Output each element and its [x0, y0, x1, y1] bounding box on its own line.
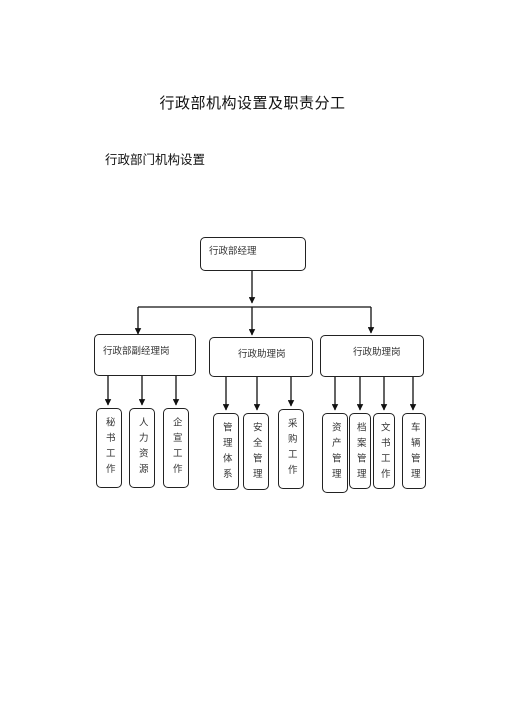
node-duty-label: 管理体系	[220, 422, 232, 484]
node-duty: 安全管理	[243, 413, 269, 490]
node-manager-1-label: 行政部副经理岗	[103, 346, 170, 357]
node-duty-label: 人力资源	[136, 417, 148, 479]
section-heading: 行政部门机构设置	[105, 152, 206, 167]
node-duty: 企宣工作	[163, 408, 189, 488]
node-manager-3: 行政助理岗	[320, 335, 424, 377]
node-duty: 管理体系	[213, 413, 239, 490]
node-manager-2: 行政助理岗	[209, 337, 313, 377]
node-duty-label: 资产管理	[329, 422, 341, 484]
node-duty: 文书工作	[373, 413, 395, 489]
node-duty-label: 企宣工作	[170, 417, 182, 479]
node-duty-label: 车辆管理	[408, 422, 420, 484]
node-manager-3-label: 行政助理岗	[353, 347, 401, 358]
node-manager-2-label: 行政助理岗	[238, 349, 286, 360]
node-root: 行政部经理	[200, 237, 306, 271]
node-duty: 档案管理	[349, 413, 371, 489]
node-duty: 人力资源	[129, 408, 155, 488]
node-duty: 资产管理	[322, 413, 348, 493]
page-title: 行政部机构设置及职责分工	[159, 94, 346, 112]
node-manager-1: 行政部副经理岗	[94, 334, 196, 376]
node-duty: 采购工作	[278, 409, 304, 489]
node-duty-label: 文书工作	[378, 422, 390, 484]
node-duty: 车辆管理	[402, 413, 426, 489]
node-duty-label: 采购工作	[285, 418, 297, 480]
node-root-label: 行政部经理	[209, 246, 257, 257]
node-duty-label: 档案管理	[354, 422, 366, 484]
node-duty-label: 秘书工作	[103, 417, 115, 479]
node-duty-label: 安全管理	[250, 422, 262, 484]
node-duty: 秘书工作	[96, 408, 122, 488]
